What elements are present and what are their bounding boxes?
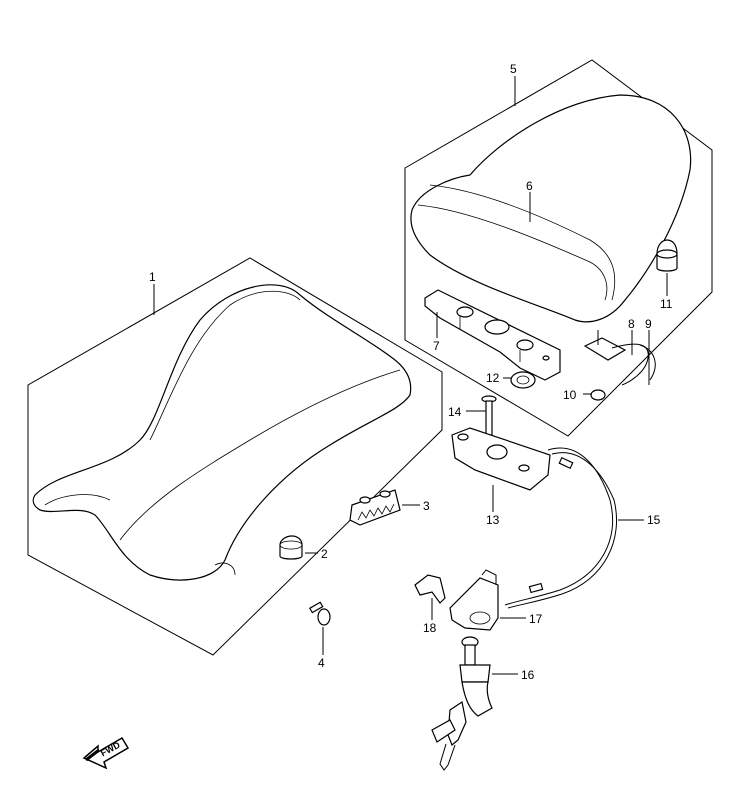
callout-2: 2 xyxy=(321,547,328,561)
callout-3: 3 xyxy=(423,499,430,513)
key-lock-part xyxy=(431,636,493,771)
callout-15: 15 xyxy=(647,513,661,527)
bracket-part xyxy=(424,289,561,381)
bolt-14-part xyxy=(481,395,497,436)
callout-16: 16 xyxy=(521,668,535,682)
seat-lock-part xyxy=(451,427,551,491)
damper-3-part xyxy=(349,489,401,526)
leader-lines xyxy=(153,76,668,675)
callout-13: 13 xyxy=(486,513,500,527)
callout-11: 11 xyxy=(660,297,673,311)
cushion-2-part xyxy=(279,535,303,560)
bolt-4-part xyxy=(308,601,331,626)
callout-5: 5 xyxy=(510,62,517,76)
rubber-cushion-part xyxy=(656,239,678,272)
rear-cowl-part xyxy=(410,94,692,323)
front-seat-group-box xyxy=(27,257,443,656)
callout-18: 18 xyxy=(423,621,437,635)
callout-14: 14 xyxy=(448,405,462,419)
lever-part xyxy=(414,574,446,604)
grommet-part xyxy=(510,371,536,389)
front-seat-part xyxy=(32,284,412,581)
hook-part xyxy=(583,330,656,386)
callout-1: 1 xyxy=(149,270,156,284)
callout-10: 10 xyxy=(563,388,577,402)
fwd-arrow-icon xyxy=(82,736,130,770)
bracket-17-part xyxy=(449,569,499,631)
callout-6: 6 xyxy=(526,179,533,193)
rear-cowl-group-box xyxy=(404,59,713,437)
nut-part xyxy=(590,389,606,401)
callout-4: 4 xyxy=(318,656,325,670)
callout-9: 9 xyxy=(645,317,652,331)
callout-12: 12 xyxy=(486,371,500,385)
cable-part xyxy=(504,447,618,609)
callout-17: 17 xyxy=(529,612,543,626)
callout-8: 8 xyxy=(628,317,635,331)
callout-7: 7 xyxy=(433,339,440,353)
